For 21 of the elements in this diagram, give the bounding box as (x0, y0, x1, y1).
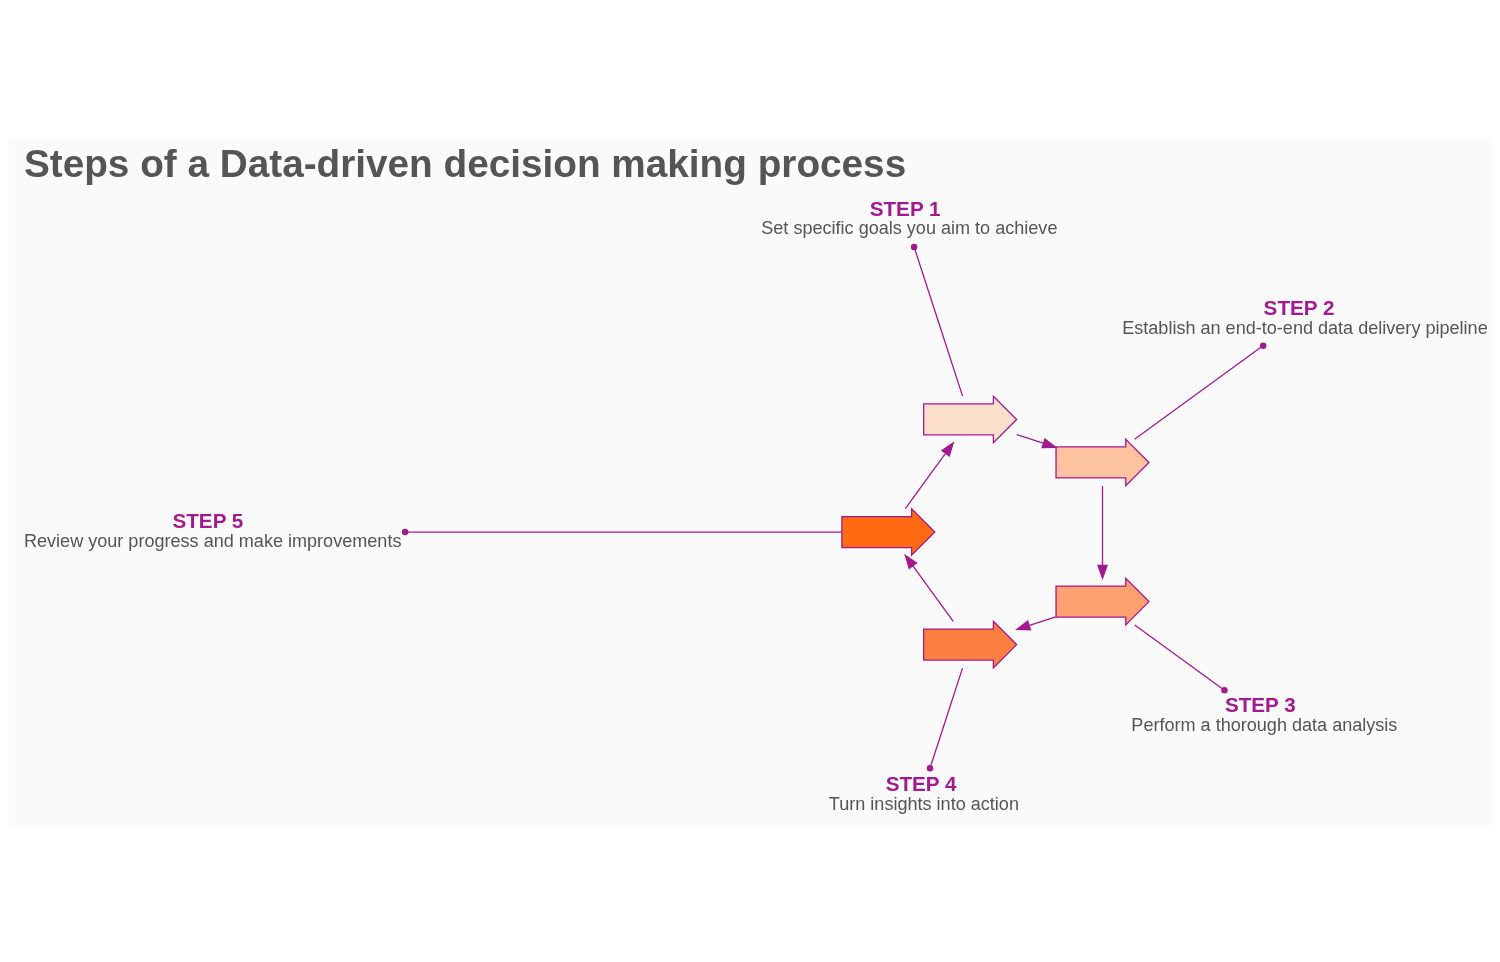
arrow (904, 441, 955, 510)
node-arrow (841, 507, 936, 557)
node-text: STEP 3 Perform a thorough data analysis (1131, 693, 1398, 735)
node-text: STEP 4 Turn insights into action (828, 772, 1019, 814)
connector (1134, 624, 1228, 694)
connector (910, 243, 964, 397)
arrow (904, 553, 954, 622)
node-text: STEP 5 Review your progress and make improvements (23, 508, 402, 551)
connector (401, 528, 843, 536)
node-arrow (1055, 576, 1150, 627)
diagram-title: Steps of a Data-driven decision making process (23, 142, 907, 186)
arrow (1016, 433, 1058, 449)
node-text: STEP 1 Set specific goals you aim to achieve (761, 196, 1058, 239)
arrow (1097, 485, 1108, 581)
connector (926, 667, 964, 772)
node-arrow (923, 619, 1018, 670)
node-arrow (923, 394, 1018, 445)
node-arrow (1055, 437, 1150, 488)
node-text: STEP 2 Establish an end-to-end data delivery pipeline (1122, 296, 1488, 339)
arrow (1015, 616, 1057, 631)
connector (1133, 342, 1267, 440)
